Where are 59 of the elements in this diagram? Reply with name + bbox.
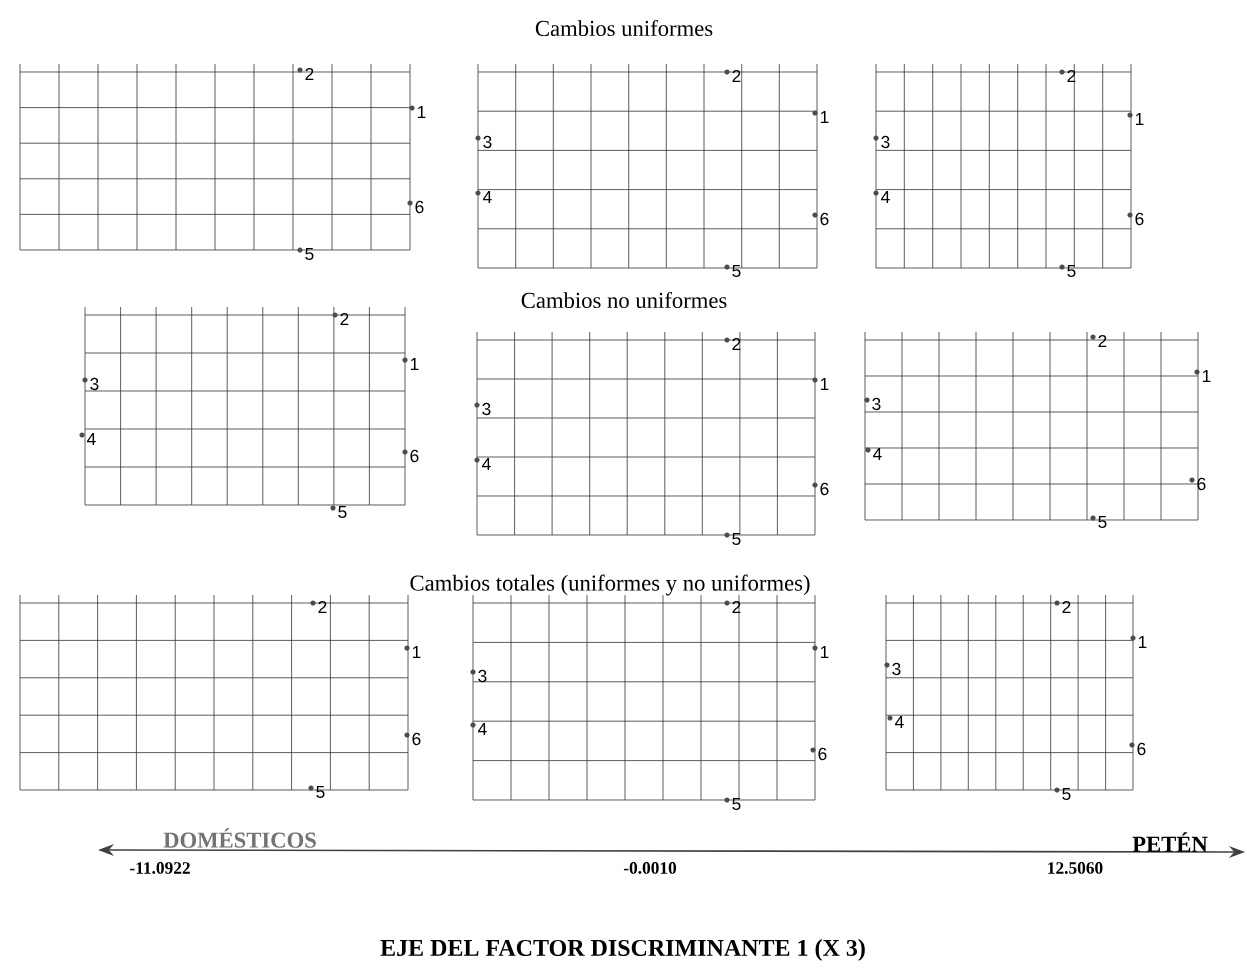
landmark-number: 3 bbox=[872, 397, 881, 411]
landmark-number: 6 bbox=[818, 747, 827, 761]
landmark-number: 5 bbox=[1098, 515, 1107, 529]
landmark-number: 2 bbox=[1062, 600, 1071, 614]
group-label: DOMÉSTICOS bbox=[163, 828, 316, 848]
landmark-number: 2 bbox=[732, 337, 741, 351]
axis-value: 12.5060 bbox=[1048, 862, 1103, 874]
landmark-number: 2 bbox=[732, 69, 741, 83]
landmark-number: 6 bbox=[1197, 477, 1206, 491]
landmark-number: 6 bbox=[820, 212, 829, 226]
landmark-number: 5 bbox=[732, 532, 741, 546]
group-label: PETÉN bbox=[1132, 832, 1208, 852]
axis-value: -11.0922 bbox=[130, 862, 190, 874]
landmark-number: 1 bbox=[1202, 370, 1211, 382]
landmark-number: 4 bbox=[483, 191, 492, 203]
landmark-number: 1 bbox=[820, 111, 829, 123]
panel-heading: Cambios totales (uniformes y no uniformes) bbox=[410, 574, 810, 596]
landmark-number: 5 bbox=[1067, 264, 1076, 278]
landmark-number: 6 bbox=[412, 732, 421, 746]
landmark-number: 6 bbox=[1137, 742, 1146, 756]
landmark-number: 5 bbox=[1062, 787, 1071, 801]
landmark-number: 1 bbox=[1135, 113, 1144, 125]
landmark-number: 4 bbox=[895, 716, 904, 728]
landmark-number: 2 bbox=[318, 600, 327, 614]
landmark-number: 5 bbox=[732, 797, 741, 811]
landmark-number: 2 bbox=[305, 67, 314, 81]
landmark-number: 3 bbox=[90, 377, 99, 391]
landmark-number: 3 bbox=[881, 135, 890, 149]
panel-heading: Cambios no uniformes bbox=[521, 291, 727, 309]
landmark-number: 1 bbox=[1138, 636, 1147, 648]
landmark-number: 6 bbox=[415, 200, 424, 214]
landmark-number: 4 bbox=[873, 448, 882, 460]
landmark-number: 1 bbox=[417, 106, 426, 118]
landmark-number: 2 bbox=[732, 600, 741, 614]
landmark-number: 3 bbox=[478, 669, 487, 683]
landmark-number: 4 bbox=[881, 191, 890, 203]
landmark-number: 6 bbox=[410, 449, 419, 463]
landmark-number: 4 bbox=[478, 723, 487, 735]
landmark-number: 6 bbox=[1135, 212, 1144, 226]
landmark-number: 1 bbox=[410, 358, 419, 370]
landmark-number: 1 bbox=[412, 646, 421, 658]
landmark-number: 4 bbox=[482, 458, 491, 470]
axis-title: EJE DEL FACTOR DISCRIMINANTE 1 (X 3) bbox=[380, 939, 865, 961]
landmark-number: 5 bbox=[732, 264, 741, 278]
landmark-number: 4 bbox=[87, 433, 96, 445]
landmark-number: 6 bbox=[820, 482, 829, 496]
axis-value: -0.0010 bbox=[623, 862, 677, 874]
landmark-number: 5 bbox=[316, 785, 325, 799]
landmark-number: 3 bbox=[483, 135, 492, 149]
landmark-number: 1 bbox=[820, 378, 829, 390]
landmark-number: 3 bbox=[482, 402, 491, 416]
landmark-number: 5 bbox=[305, 247, 314, 261]
landmark-number: 2 bbox=[340, 312, 349, 326]
landmark-number: 2 bbox=[1098, 334, 1107, 348]
panel-heading: Cambios uniformes bbox=[535, 19, 713, 37]
landmark-number: 1 bbox=[820, 646, 829, 658]
landmark-number: 5 bbox=[338, 505, 347, 519]
landmark-number: 2 bbox=[1067, 69, 1076, 83]
landmark-number: 3 bbox=[892, 662, 901, 676]
